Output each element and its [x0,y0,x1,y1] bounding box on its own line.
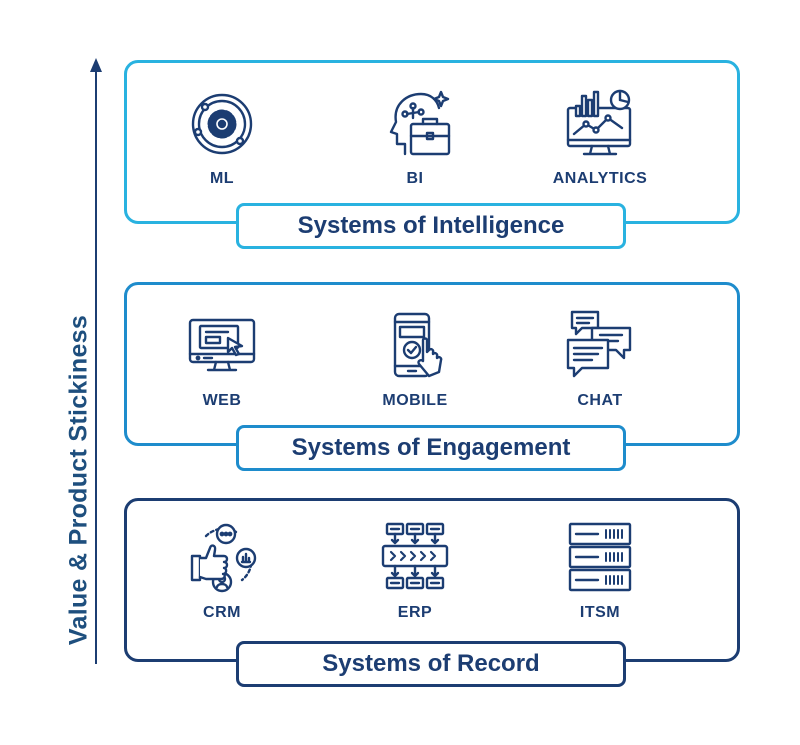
item-analytics: ANALYTICS [515,88,685,188]
monitor-chart-icon [566,89,632,156]
monitor-cursor-icon [188,318,256,372]
item-label: ITSM [579,604,621,621]
server-rack-icon [568,522,632,592]
item-web: WEB [137,310,307,410]
item-label: WEB [202,392,242,409]
item-label: CRM [203,604,241,621]
customer-cycle-icon [190,523,257,593]
item-mobile: MOBILE [330,310,500,410]
item-crm: CRM [137,522,307,622]
item-bi: BI [330,88,500,188]
item-label: ERP [397,604,433,621]
gear-circuit-icon [191,93,253,155]
tier-intelligence [124,60,740,224]
tier-title-engagement: Systems of Engagement [236,425,626,471]
item-label: MOBILE [382,392,448,409]
item-label: BI [406,170,424,187]
tier-title-record: Systems of Record [236,641,626,687]
item-label: ML [209,170,235,187]
item-label: ANALYTICS [552,170,648,187]
item-label: CHAT [577,392,623,409]
tier-title-intelligence: Systems of Intelligence [236,203,626,249]
phone-tap-icon [393,312,443,378]
item-itsm: ITSM [515,522,685,622]
item-erp: ERP [330,522,500,622]
head-briefcase-icon [389,90,451,156]
chat-bubbles-icon [566,310,632,378]
item-chat: CHAT [515,310,685,410]
item-ml: ML [137,88,307,188]
workflow-icon [381,522,449,590]
